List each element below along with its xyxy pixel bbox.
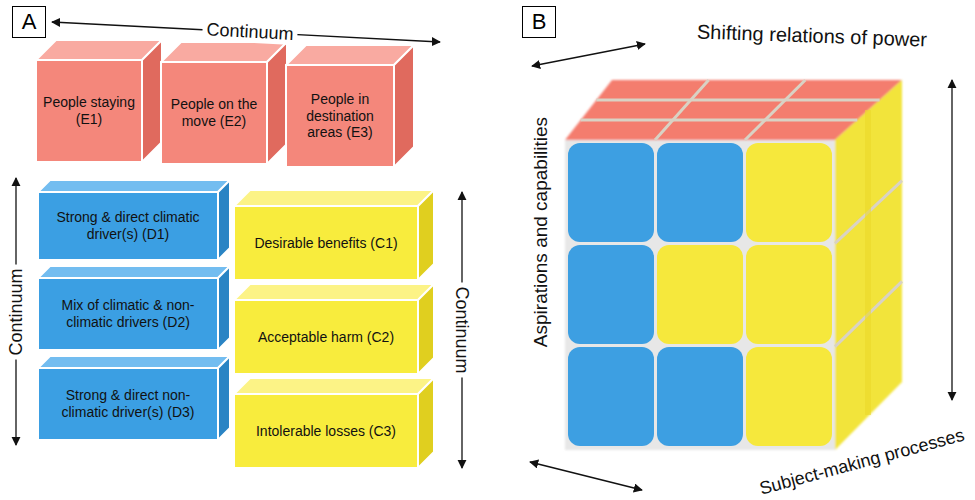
cube-shade [865, 110, 871, 415]
cube-sticker [657, 245, 743, 344]
piece-top [234, 190, 434, 206]
piece-top [161, 42, 287, 62]
cube-piece-box: Acceptable harm (C2) [234, 284, 434, 374]
cube-illustration [565, 80, 902, 450]
cube-side-face [835, 80, 902, 450]
piece-label: Intolerable losses (C3) [250, 423, 402, 440]
piece-top [38, 180, 230, 192]
cube-sticker [657, 347, 743, 446]
cube-groove [581, 119, 858, 122]
cube-piece-box: Strong & direct climatic driver(s) (D1) [38, 180, 230, 260]
cube-sticker [746, 245, 832, 344]
piece-side [218, 356, 230, 440]
piece-face: Desirable benefits (C1) [234, 206, 418, 280]
cube-sticker [746, 143, 832, 242]
piece-side [418, 378, 434, 468]
piece-face: People on the move (E2) [161, 62, 267, 164]
piece-face: Strong & direct non- climatic driver(s) … [38, 368, 218, 440]
piece-top [286, 45, 414, 65]
cube-sticker [568, 347, 654, 446]
piece-label: People in destination areas (E3) [286, 91, 394, 141]
piece-face: Strong & direct climatic driver(s) (D1) [38, 192, 218, 260]
piece-front [234, 206, 418, 280]
piece-face: Intolerable losses (C3) [234, 394, 418, 468]
piece-label: Strong & direct non- climatic driver(s) … [38, 387, 218, 421]
axis-arrow [951, 80, 952, 400]
piece-face: Acceptable harm (C2) [234, 300, 418, 374]
piece-top [234, 284, 434, 300]
panel-letter-box: B [522, 6, 556, 38]
cube-groove [596, 99, 879, 102]
cube-piece-box: Intolerable losses (C3) [234, 378, 434, 468]
cube-front-face [565, 140, 835, 450]
piece-front [38, 278, 218, 350]
panel-letter: B [532, 9, 547, 35]
cube-sticker [657, 143, 743, 242]
cube-piece-box: People in destination areas (E3) [286, 45, 414, 167]
piece-label: People on the move (E2) [161, 96, 267, 130]
piece-face: Mix of climatic & non-climatic drivers (… [38, 278, 218, 350]
piece-side [394, 45, 414, 167]
piece-top [38, 266, 230, 278]
piece-top [38, 356, 230, 368]
piece-top [36, 40, 162, 60]
piece-front [161, 62, 267, 164]
piece-front [38, 192, 218, 260]
continuum-label: Continuum [6, 264, 27, 359]
piece-side [218, 266, 230, 350]
axis-arrow [530, 462, 642, 490]
cube-piece-box: Desirable benefits (C1) [234, 190, 434, 280]
axis-label: Aspirations and capabilities [530, 113, 552, 351]
cube-groove [655, 80, 709, 140]
piece-label: Desirable benefits (C1) [248, 235, 403, 252]
cube-piece-box: Strong & direct non- climatic driver(s) … [38, 356, 230, 440]
axis-label: Subject-making processes [754, 424, 971, 500]
cube-sticker [746, 347, 832, 446]
piece-label: Acceptable harm (C2) [252, 329, 400, 346]
piece-front [286, 65, 394, 167]
cube-sticker [568, 143, 654, 242]
piece-label: Strong & direct climatic driver(s) (D1) [38, 209, 218, 243]
axis-arrow [532, 44, 645, 66]
piece-front [234, 300, 418, 374]
cube-sticker [568, 245, 654, 344]
cube-piece-box: Mix of climatic & non-climatic drivers (… [38, 266, 230, 350]
panel-letter-box: A [12, 6, 46, 38]
piece-label: Mix of climatic & non-climatic drivers (… [38, 297, 218, 331]
piece-top [234, 378, 434, 394]
piece-side [142, 40, 162, 162]
piece-face: People in destination areas (E3) [286, 65, 394, 167]
panel-letter: A [22, 9, 37, 35]
piece-front [36, 60, 142, 162]
piece-side [267, 42, 287, 164]
cube-piece-box: People staying (E1) [36, 40, 162, 162]
cube-stickers [568, 80, 902, 446]
cube-piece-box: People on the move (E2) [161, 42, 287, 164]
continuum-label: Continuum [202, 19, 298, 45]
continuum-label: Continuum [452, 282, 473, 377]
piece-side [418, 190, 434, 280]
cube-groove [745, 80, 805, 140]
piece-label: People staying (E1) [36, 94, 142, 128]
piece-front [234, 394, 418, 468]
piece-front [38, 368, 218, 440]
piece-side [218, 180, 230, 260]
axis-label: Shifting relations of power [693, 20, 932, 51]
piece-side [418, 284, 434, 374]
piece-face: People staying (E1) [36, 60, 142, 162]
